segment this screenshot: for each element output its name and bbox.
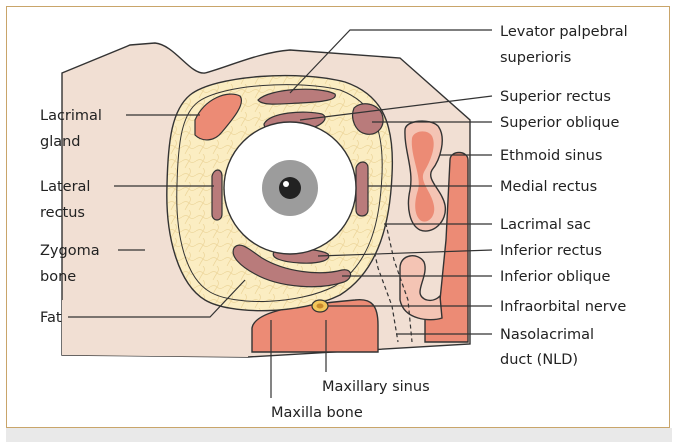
infraorbital-nerve-core (317, 304, 324, 309)
label-lacrimal-gland-line1: Lacrimal (40, 108, 102, 124)
label-zygoma-line2: bone (40, 269, 76, 285)
label-infraorbital-nerve: Infraorbital nerve (500, 299, 626, 315)
label-nasolacrimal-line2: duct (NLD) (500, 352, 578, 368)
label-superior-rectus: Superior rectus (500, 89, 611, 105)
label-lacrimal-sac: Lacrimal sac (500, 217, 591, 233)
pupil-highlight (283, 181, 289, 187)
label-ethmoid-sinus: Ethmoid sinus (500, 148, 602, 164)
label-levator-line1: Levator palpebral (500, 24, 628, 40)
label-fat: Fat (40, 310, 62, 326)
label-inferior-rectus: Inferior rectus (500, 243, 602, 259)
label-levator-line2: superioris (500, 50, 571, 66)
label-maxillary-sinus: Maxillary sinus (322, 379, 430, 395)
medial-rectus-muscle (356, 162, 368, 216)
label-lacrimal-gland-line2: gland (40, 134, 81, 150)
label-inferior-oblique: Inferior oblique (500, 269, 610, 285)
superior-oblique-muscle (353, 104, 383, 135)
label-superior-oblique: Superior oblique (500, 115, 619, 131)
lateral-rectus-muscle (212, 170, 222, 220)
label-zygoma-line1: Zygoma (40, 243, 100, 259)
label-nasolacrimal-line1: Nasolacrimal (500, 327, 594, 343)
label-lateral-rectus-line2: rectus (40, 205, 85, 221)
pupil (279, 177, 301, 199)
label-medial-rectus: Medial rectus (500, 179, 597, 195)
label-maxilla-bone: Maxilla bone (271, 405, 363, 421)
label-lateral-rectus-line1: Lateral (40, 179, 90, 195)
